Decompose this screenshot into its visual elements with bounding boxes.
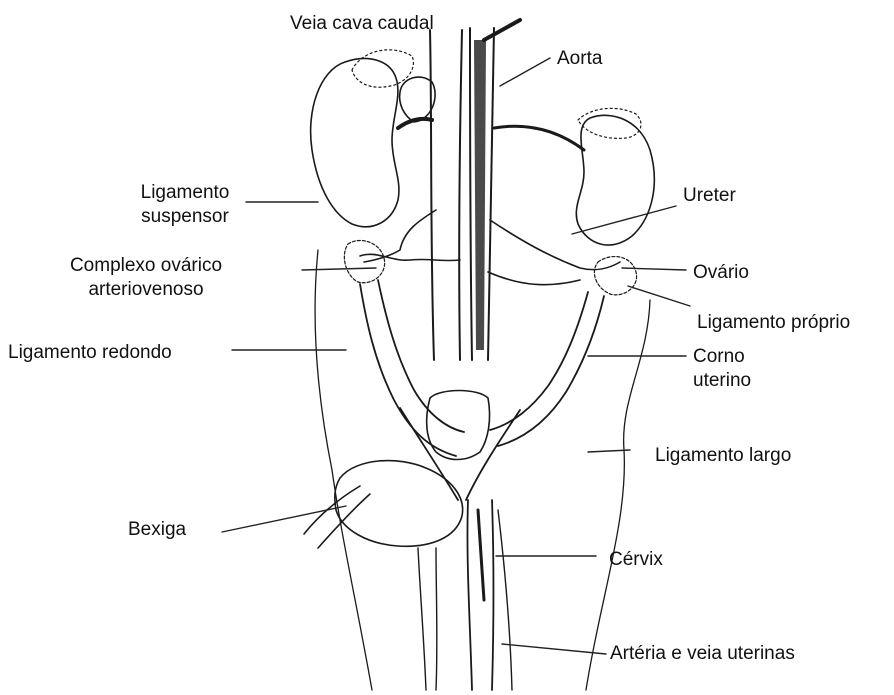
leader-bexiga xyxy=(222,506,346,532)
aorta-top xyxy=(484,20,520,40)
left-adrenal xyxy=(352,50,413,87)
uterine-bifurcation xyxy=(400,408,520,500)
label-corno-line1: Corno xyxy=(693,345,751,369)
leader-arteria-veia xyxy=(502,644,606,654)
label-ovario: Ovário xyxy=(693,261,749,285)
caudal-vena-cava xyxy=(430,30,462,360)
label-ligamento-suspensor: Ligamento suspensor xyxy=(110,181,260,230)
label-cervix: Cérvix xyxy=(609,548,663,572)
label-complexo-ovarico: Complexo ovárico arteriovenoso xyxy=(40,254,252,303)
right-ovary xyxy=(594,257,636,295)
left-renal-vessel xyxy=(398,119,432,128)
right-complex-vessel xyxy=(488,272,580,285)
label-ligamento-redondo: Ligamento redondo xyxy=(8,341,172,365)
uterine-body xyxy=(427,391,490,460)
bladder xyxy=(335,461,463,547)
label-ligamento-proprio: Ligamento próprio xyxy=(697,311,850,335)
right-uterine-horn xyxy=(490,292,604,446)
label-ligamento-suspensor-line1: Ligamento xyxy=(110,181,260,205)
bladder-urethra xyxy=(304,486,370,548)
label-complexo-line2: arteriovenoso xyxy=(40,278,252,302)
label-complexo-line1: Complexo ovárico xyxy=(40,254,252,278)
label-aorta: Aorta xyxy=(557,47,602,71)
label-veia-cava-caudal: Veia cava caudal xyxy=(290,12,434,36)
uterine-artery-vein-b xyxy=(498,510,512,690)
label-corno-uterino: Corno uterino xyxy=(693,345,751,394)
right-renal-vessel xyxy=(494,126,584,150)
label-ligamento-suspensor-line2: suspensor xyxy=(110,205,260,229)
leader-ureter xyxy=(572,206,676,234)
label-ureter: Ureter xyxy=(683,184,736,208)
cervix-dark xyxy=(478,510,484,600)
label-arteria-veia-uterinas: Artéria e veia uterinas xyxy=(610,642,795,666)
uterine-artery-vein xyxy=(418,548,437,690)
aorta-fill xyxy=(474,40,486,350)
label-corno-line2: uterino xyxy=(693,369,751,393)
left-uterine-horn xyxy=(360,280,464,456)
label-bexiga: Bexiga xyxy=(128,518,186,542)
left-kidney xyxy=(311,59,399,227)
label-ligamento-largo: Ligamento largo xyxy=(655,444,791,468)
leader-ovario xyxy=(622,268,686,270)
leader-ligamento-proprio xyxy=(628,286,690,306)
leader-complexo xyxy=(302,268,376,270)
leader-aorta xyxy=(500,58,550,86)
right-kidney xyxy=(576,115,654,245)
